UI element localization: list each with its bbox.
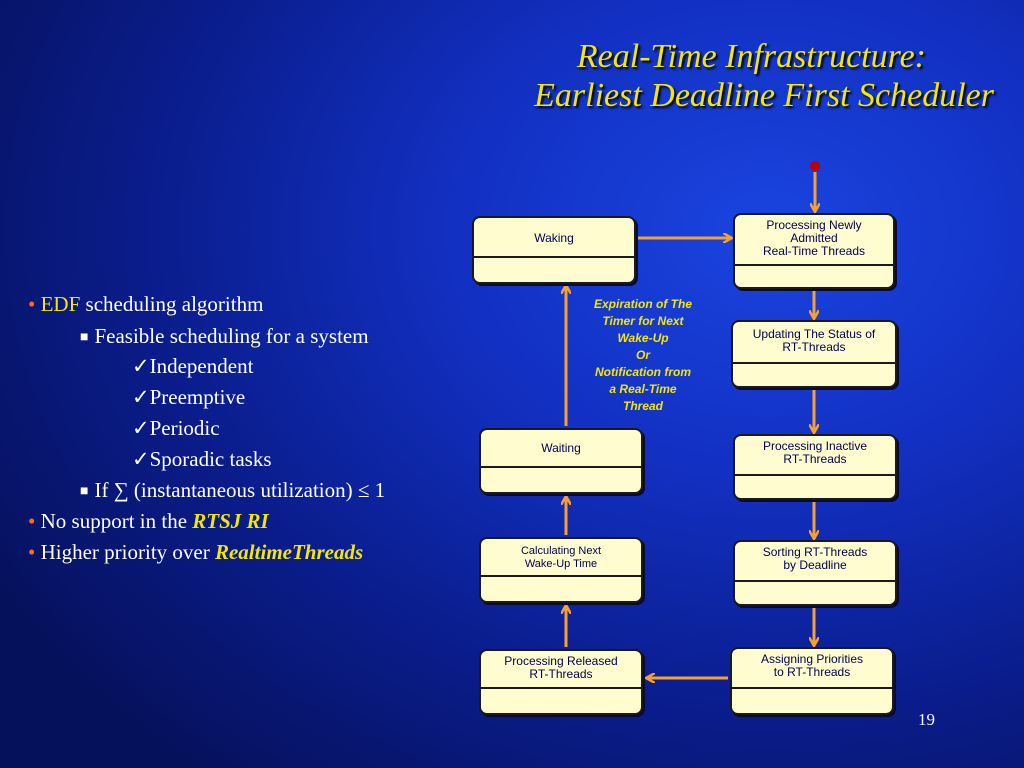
state-label: Waiting [541, 441, 581, 455]
check-item-text: Sporadic tasks [149, 447, 272, 471]
state-divider [474, 256, 634, 258]
square-bullet-icon: ■ [80, 484, 89, 499]
state-label: Processing Inactive RT-Threads [762, 439, 868, 466]
sub-bullet-utilization: ■ If ∑ (instantaneous utilization) ≤ 1 [80, 478, 385, 503]
bullet-edf: • EDF scheduling algorithm [28, 292, 263, 317]
state-processing-inactive: Processing Inactive RT-Threads [733, 434, 897, 500]
square-bullet-icon: ■ [80, 330, 89, 345]
check-item: ✓Preemptive [132, 385, 245, 410]
check-item-text: Periodic [149, 416, 220, 440]
state-label: Processing Released RT-Threads [504, 654, 618, 681]
bullet-rtsj: • No support in the RTSJ RI [28, 509, 269, 534]
state-divider [735, 264, 893, 266]
state-divider [481, 466, 641, 468]
state-divider [732, 687, 892, 689]
state-updating: Updating The Status of RT-Threads [731, 320, 897, 388]
state-waking: Waking [472, 216, 636, 284]
bullet-dot-icon: • [28, 292, 36, 316]
bullet-priority-text: Higher priority over [40, 540, 215, 564]
bullet-dot-icon: • [28, 540, 36, 564]
state-label: Assigning Priorities to RT-Threads [760, 652, 864, 679]
state-label: Processing Newly Admitted Real-Time Thre… [762, 218, 866, 258]
slide-title-line2: Earliest Deadline First Scheduler [534, 77, 994, 114]
state-label: Sorting RT-Threads by Deadline [762, 545, 868, 572]
check-item-text: Preemptive [149, 385, 246, 409]
state-divider [735, 580, 895, 582]
check-item-text: Independent [149, 354, 254, 378]
state-assigning: Assigning Priorities to RT-Threads [730, 647, 894, 715]
state-sorting: Sorting RT-Threads by Deadline [733, 540, 897, 606]
bullet-dot-icon: • [28, 509, 36, 533]
transition-note: Expiration of The Timer for Next Wake-Up… [593, 297, 692, 413]
sub-bullet-feasible: ■ Feasible scheduling for a system [80, 324, 369, 349]
state-label: Calculating Next Wake-Up Time [520, 545, 602, 570]
state-processing-new: Processing Newly Admitted Real-Time Thre… [733, 213, 895, 289]
checkmark-icon: ✓ [132, 354, 150, 378]
bullet-priority: • Higher priority over RealtimeThreads [28, 540, 363, 565]
initial-state-dot [810, 161, 820, 171]
state-processing-released: Processing Released RT-Threads [479, 649, 643, 715]
check-item: ✓Sporadic tasks [132, 447, 272, 472]
bullet-rtsj-highlight: RTSJ RI [192, 509, 269, 533]
bullet-rtsj-text: No support in the [40, 509, 193, 533]
sub-bullet-feasible-text: Feasible scheduling for a system [94, 324, 369, 348]
bullet-edf-prefix: EDF [40, 292, 81, 316]
state-label: Updating The Status of RT-Threads [752, 327, 876, 354]
page-number: 19 [918, 710, 935, 729]
checkmark-icon: ✓ [132, 385, 150, 409]
state-divider [481, 575, 641, 577]
checkmark-icon: ✓ [132, 416, 150, 440]
state-label: Waking [534, 231, 574, 245]
bullet-edf-rest: scheduling algorithm [80, 292, 264, 316]
check-item: ✓Periodic [132, 416, 220, 441]
state-divider [733, 362, 895, 364]
check-item: ✓Independent [132, 354, 253, 379]
state-calculating: Calculating Next Wake-Up Time [479, 537, 643, 603]
checkmark-icon: ✓ [132, 447, 150, 471]
state-waiting: Waiting [479, 428, 643, 494]
bullet-priority-highlight: RealtimeThreads [214, 540, 364, 564]
slide-title-line1: Real-Time Infrastructure: [576, 38, 926, 75]
sub-bullet-utilization-text: If ∑ (instantaneous utilization) ≤ 1 [94, 478, 386, 502]
state-divider [735, 474, 895, 476]
state-divider [481, 687, 641, 689]
